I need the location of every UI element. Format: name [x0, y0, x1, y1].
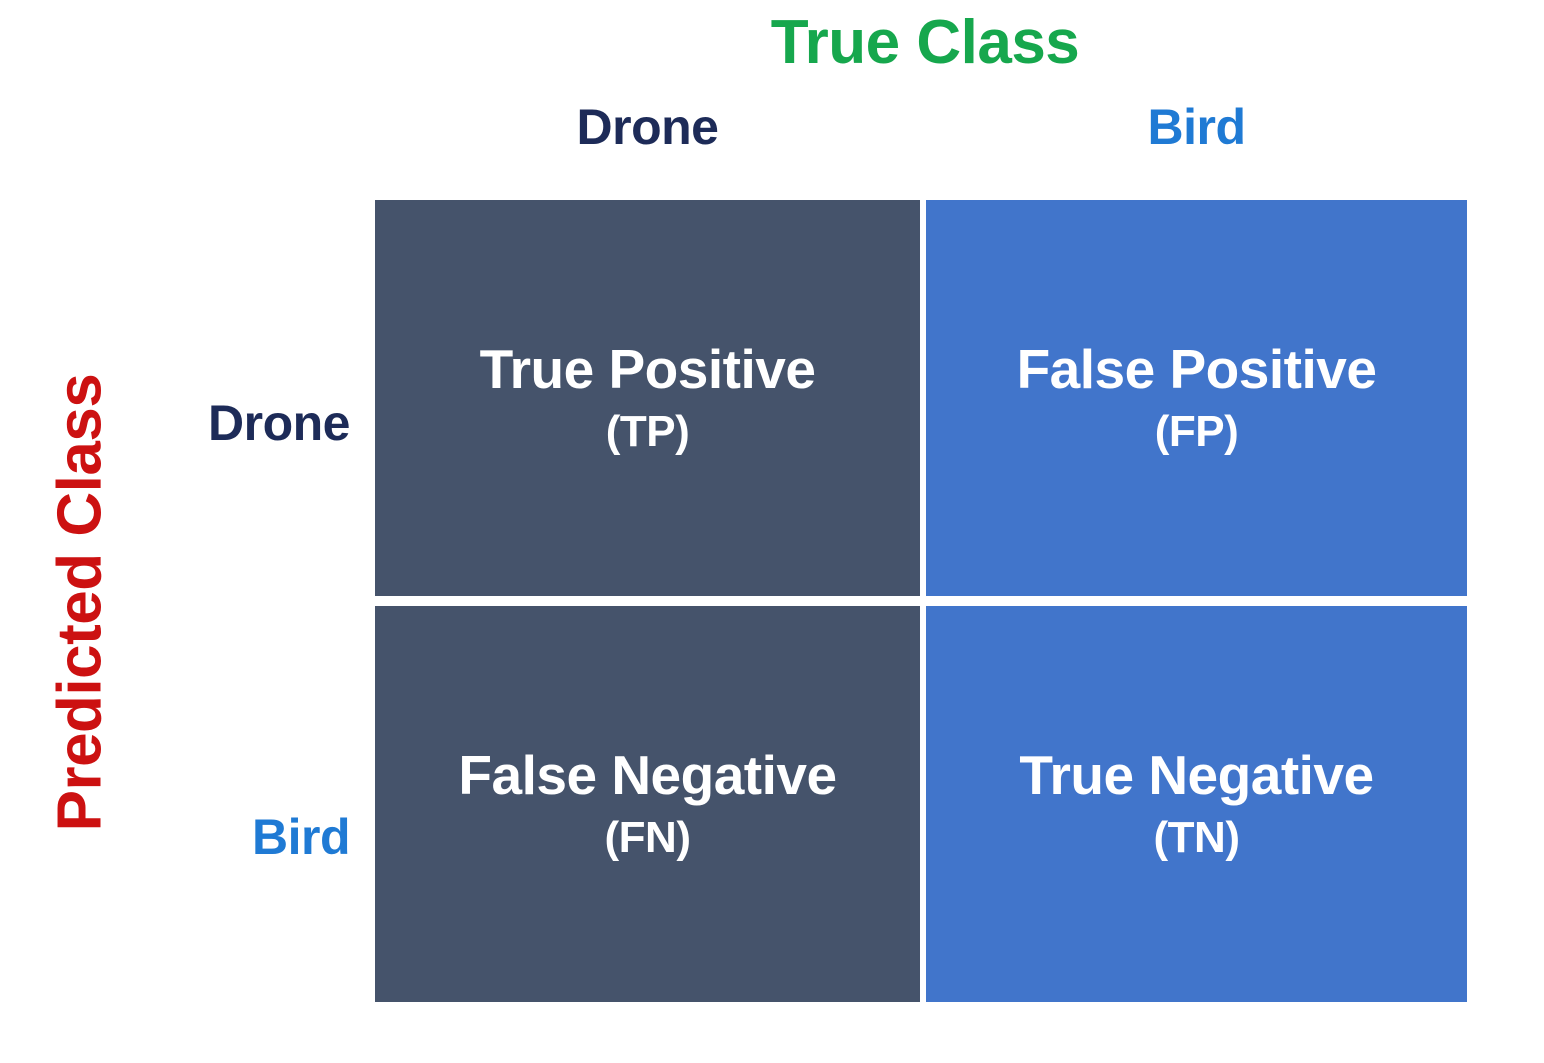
column-header-bird: Bird	[1147, 99, 1247, 155]
matrix-grid: True Positive (TP) False Positive (FP) F…	[375, 200, 1467, 1002]
matrix-cell-false-positive: False Positive (FP)	[926, 200, 1467, 596]
column-header-drone: Drone	[576, 99, 719, 155]
grid-gutter-horizontal	[375, 596, 1467, 606]
row-header-bird: Bird	[252, 809, 351, 865]
true-class-axis-title: True Class	[770, 8, 1080, 77]
cell-abbr-false-positive: (FP)	[1154, 406, 1239, 456]
cell-abbr-true-positive: (TP)	[605, 406, 690, 456]
row-header-drone: Drone	[208, 395, 350, 451]
matrix-cell-true-positive: True Positive (TP)	[375, 200, 920, 596]
cell-label-true-negative: True Negative	[1019, 743, 1374, 806]
predicted-class-axis-title: Predicted Class	[45, 373, 115, 832]
matrix-cell-false-negative: False Negative (FN)	[375, 606, 920, 1002]
cell-label-false-positive: False Positive	[1016, 337, 1377, 400]
cell-label-true-positive: True Positive	[479, 337, 816, 400]
matrix-cell-true-negative: True Negative (TN)	[926, 606, 1467, 1002]
cell-abbr-true-negative: (TN)	[1153, 812, 1240, 862]
cell-abbr-false-negative: (FN)	[604, 812, 691, 862]
cell-label-false-negative: False Negative	[458, 743, 837, 806]
